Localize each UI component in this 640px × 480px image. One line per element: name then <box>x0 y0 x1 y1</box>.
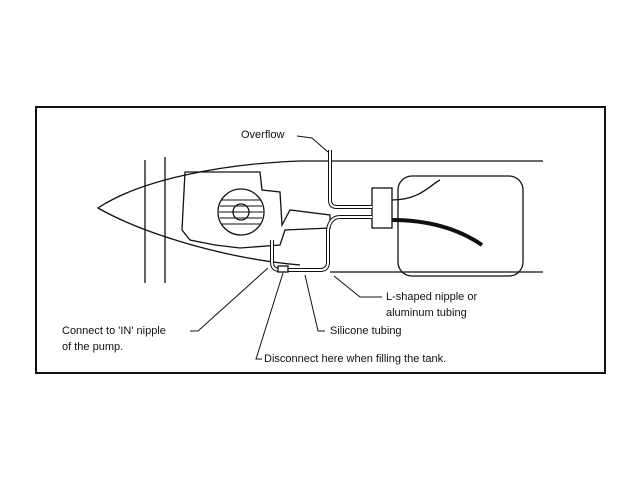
label-l-nipple-2: aluminum tubing <box>386 307 467 319</box>
overflow-tube <box>328 150 372 209</box>
fuel-line-inner <box>271 216 372 271</box>
firewall-lines <box>144 157 166 283</box>
connect-leader <box>190 267 269 332</box>
label-connect-2: of the pump. <box>62 341 124 353</box>
fuel-tank <box>397 175 524 277</box>
vent-tube <box>391 179 441 201</box>
engine-outline <box>181 171 331 249</box>
clunk-line <box>391 218 484 247</box>
label-l-nipple-1: L-shaped nipple or <box>386 291 478 303</box>
l-nipple-leader <box>333 275 382 298</box>
disconnect-joint <box>277 265 289 273</box>
silicone-leader <box>304 274 325 332</box>
overflow-leader <box>296 135 329 153</box>
cooling-fins <box>219 199 263 225</box>
overflow-tube-inner <box>329 150 372 208</box>
label-disconnect: Disconnect here when filling the tank. <box>264 353 447 365</box>
label-silicone: Silicone tubing <box>330 325 402 337</box>
fuel-line <box>270 215 372 272</box>
diagram-frame <box>35 106 606 374</box>
engine-cylinder-head <box>217 188 265 236</box>
disconnect-leader <box>255 272 284 360</box>
cowl-nose <box>96 160 301 266</box>
label-overflow: Overflow <box>241 129 285 141</box>
tank-stopper <box>371 187 393 229</box>
label-connect-1: Connect to 'IN' nipple <box>62 325 166 337</box>
